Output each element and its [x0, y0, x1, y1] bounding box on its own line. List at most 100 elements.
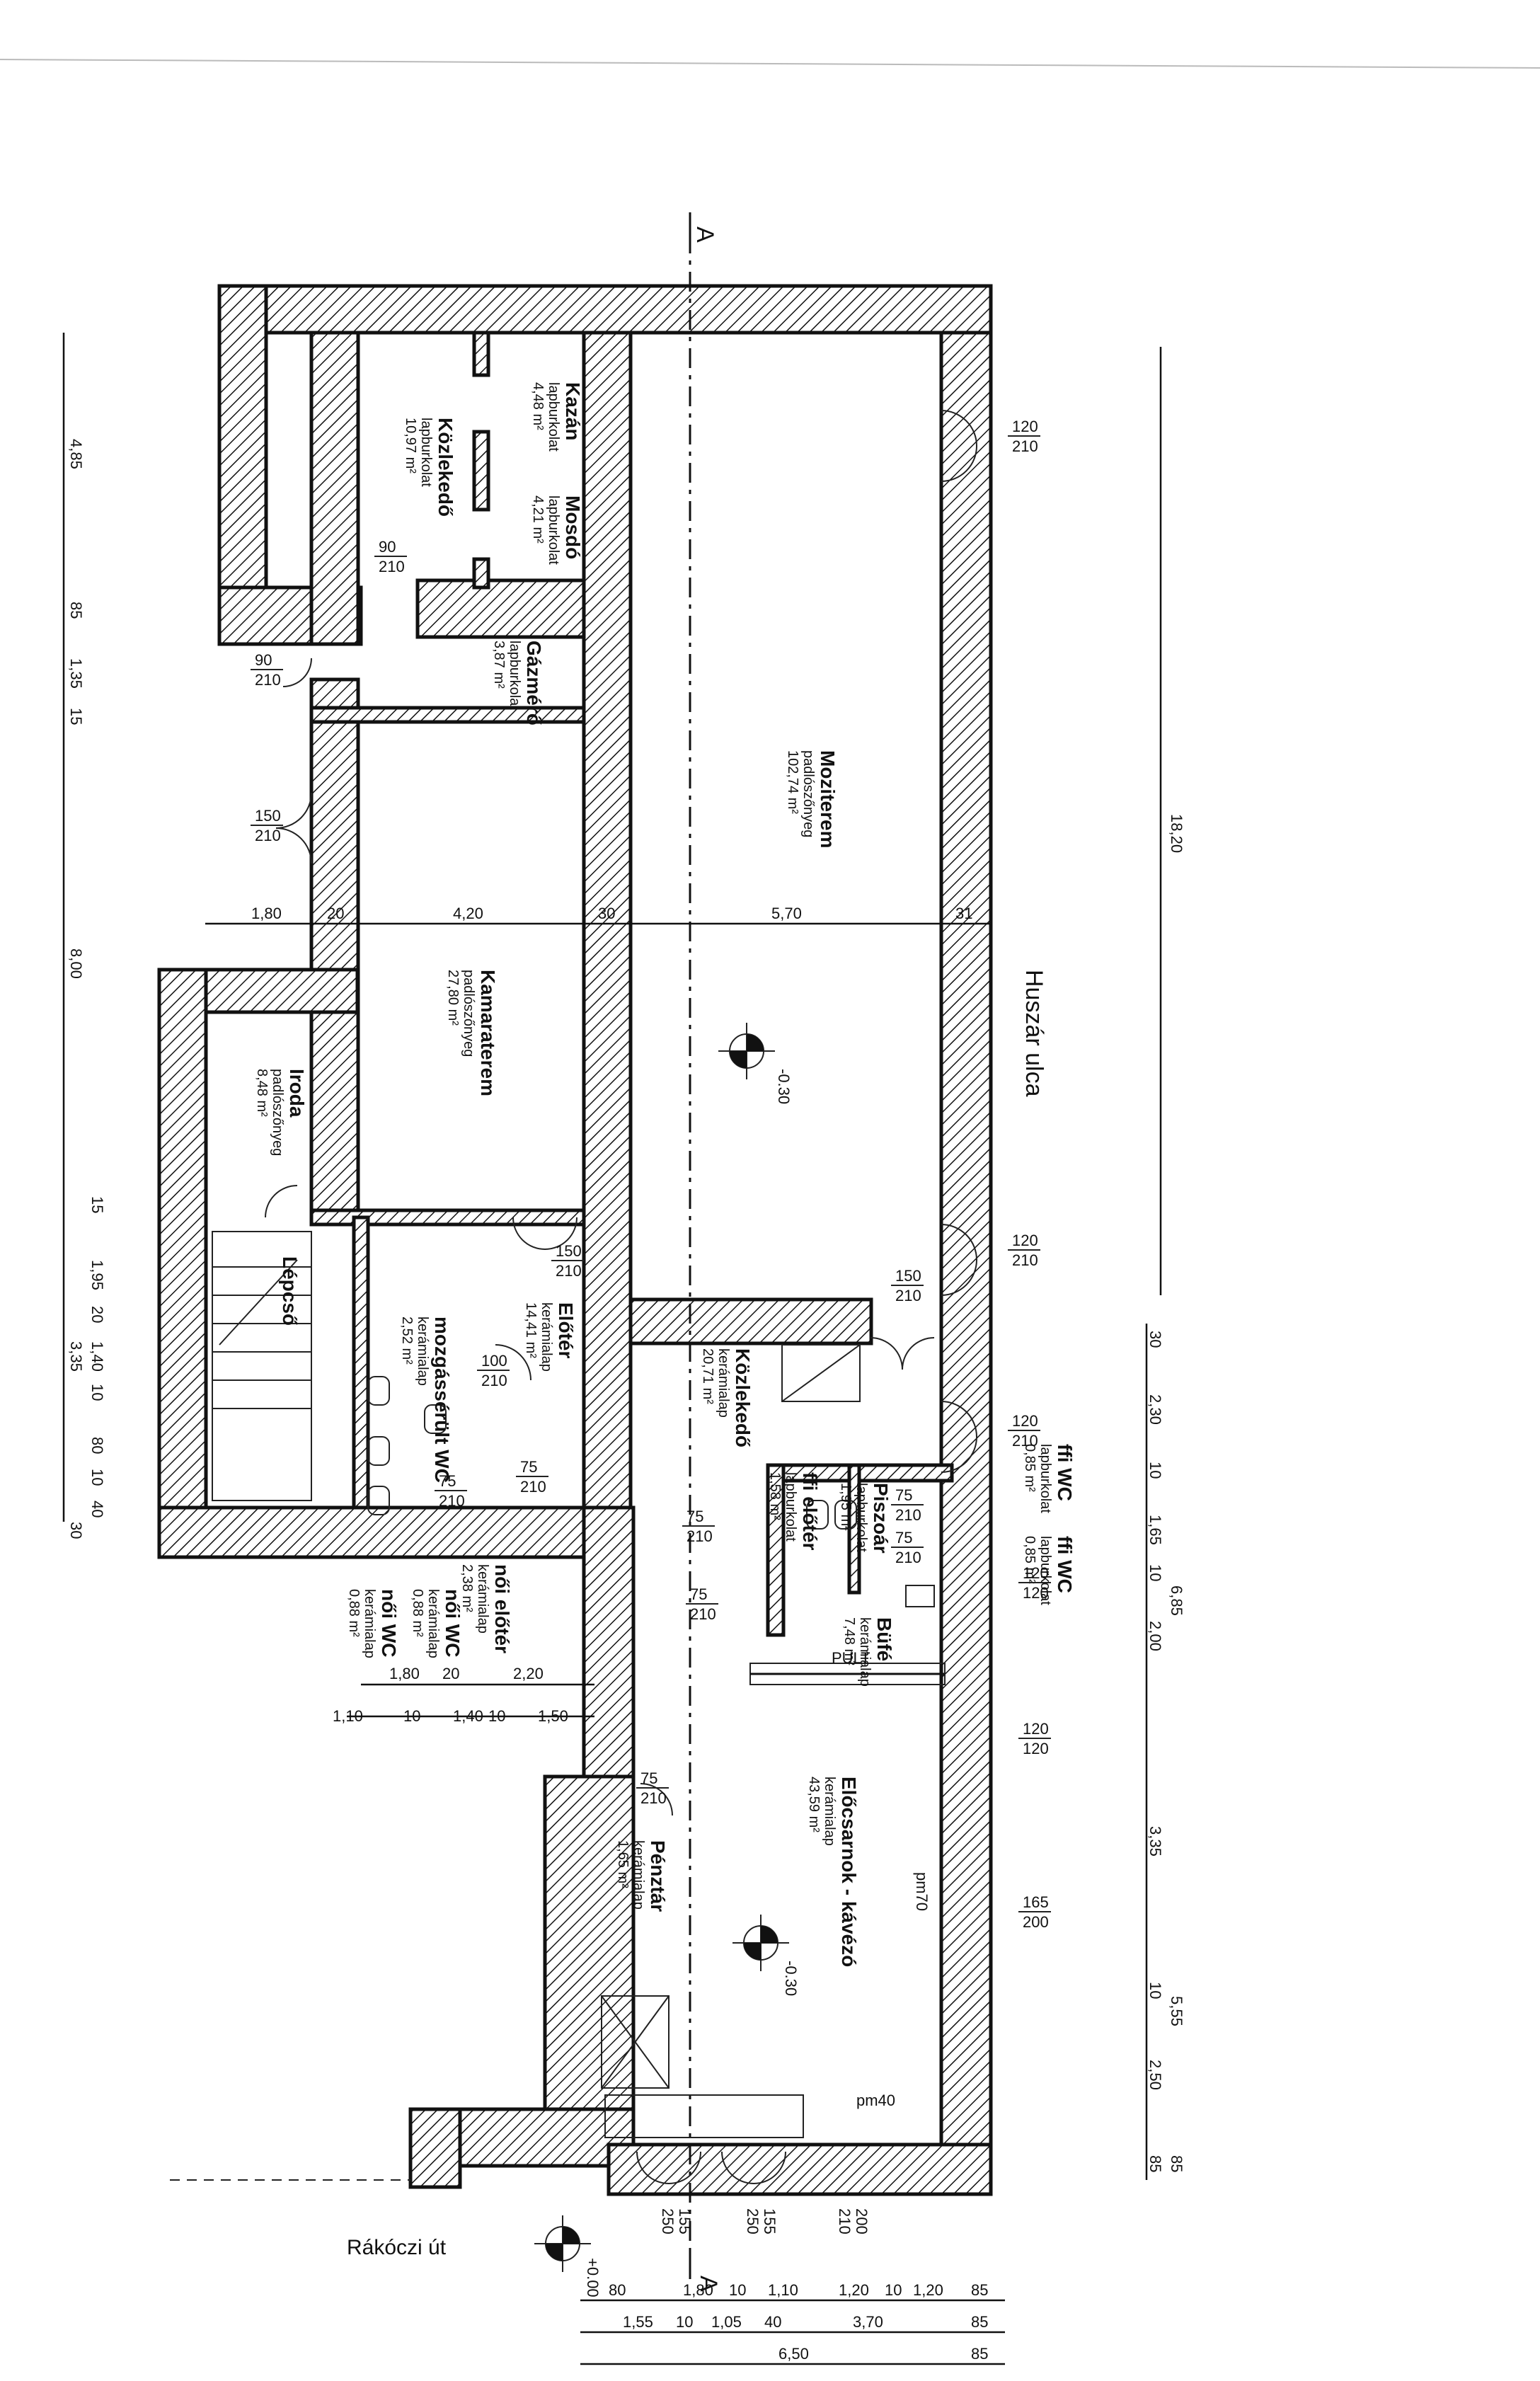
- svg-text:5,70: 5,70: [771, 905, 802, 922]
- svg-text:210: 210: [255, 671, 281, 689]
- room-name-kamaraterem: Kamaraterem: [477, 970, 499, 1096]
- svg-text:1,10: 1,10: [333, 1707, 363, 1725]
- room-name-ffi-wc-2: ffi WC: [1054, 1536, 1076, 1593]
- svg-text:14,41 m²: 14,41 m²: [523, 1302, 539, 1358]
- svg-text:1,80: 1,80: [389, 1665, 420, 1682]
- svg-text:kerámialap: kerámialap: [857, 1617, 873, 1687]
- room-name-noi-wc-2: női WC: [378, 1589, 400, 1657]
- svg-text:250: 250: [659, 2208, 677, 2234]
- svg-text:10: 10: [88, 1384, 106, 1401]
- svg-text:30: 30: [598, 905, 615, 922]
- door-swings: [265, 410, 977, 2184]
- svg-text:10: 10: [676, 2313, 693, 2331]
- level-eloter: -0.30: [782, 1961, 800, 1996]
- svg-text:1,10: 1,10: [768, 2281, 798, 2299]
- dimension-lines: [62, 333, 1162, 2365]
- room-name-moziterem: Moziterem: [817, 750, 839, 848]
- svg-text:10,97 m²: 10,97 m²: [403, 418, 418, 474]
- svg-text:75: 75: [690, 1585, 707, 1603]
- svg-text:3,87 m²: 3,87 m²: [491, 641, 507, 689]
- svg-text:15: 15: [88, 1196, 106, 1213]
- svg-text:210: 210: [895, 1506, 921, 1524]
- svg-text:210: 210: [1012, 1432, 1038, 1450]
- svg-text:150: 150: [895, 1267, 921, 1285]
- svg-text:30: 30: [67, 1522, 85, 1539]
- svg-text:85: 85: [971, 2281, 988, 2299]
- svg-text:0,85 m²: 0,85 m²: [1022, 1536, 1038, 1584]
- fixtures: [367, 1344, 946, 2138]
- svg-text:lapburkolat: lapburkolat: [1038, 1536, 1053, 1605]
- svg-text:lapburkolat: lapburkolat: [546, 495, 561, 565]
- svg-text:210: 210: [895, 1287, 921, 1304]
- svg-text:1,65: 1,65: [1147, 1515, 1164, 1545]
- svg-text:20,71 m²: 20,71 m²: [700, 1348, 716, 1404]
- svg-text:31: 31: [955, 905, 972, 922]
- svg-text:3,35: 3,35: [67, 1341, 85, 1372]
- room-name-mozgasserult: mozgássérült WC: [431, 1316, 453, 1483]
- svg-text:165: 165: [1023, 1893, 1049, 1911]
- svg-text:7,48 m²: 7,48 m²: [841, 1617, 857, 1665]
- svg-text:30: 30: [1147, 1331, 1164, 1348]
- svg-text:15: 15: [67, 708, 85, 725]
- svg-text:4,48 m²: 4,48 m²: [530, 382, 546, 430]
- svg-text:kerámialap: kerámialap: [415, 1316, 430, 1386]
- svg-text:20: 20: [442, 1665, 459, 1682]
- svg-text:210: 210: [439, 1492, 465, 1510]
- svg-text:3,70: 3,70: [853, 2313, 883, 2331]
- svg-text:210: 210: [556, 1262, 582, 1280]
- svg-text:200: 200: [1023, 1913, 1049, 1931]
- room-name-noi-eloter: női előtér: [491, 1564, 513, 1653]
- svg-text:80: 80: [88, 1437, 106, 1454]
- svg-text:1,80: 1,80: [251, 905, 282, 922]
- walls: [157, 284, 993, 2196]
- svg-text:27,80 m²: 27,80 m²: [445, 970, 461, 1026]
- svg-text:2,20: 2,20: [513, 1665, 544, 1682]
- svg-text:kerámialap: kerámialap: [425, 1589, 441, 1658]
- svg-text:4,21 m²: 4,21 m²: [530, 495, 546, 544]
- svg-text:100: 100: [481, 1352, 507, 1370]
- counter-label: PULT: [832, 1649, 870, 1667]
- level-entrance: +0.00: [584, 2258, 602, 2297]
- scan-edge: [0, 59, 1540, 69]
- svg-text:padlószőnyeg: padlószőnyeg: [270, 1069, 285, 1156]
- svg-text:1,40: 1,40: [453, 1707, 483, 1725]
- svg-text:8,00: 8,00: [67, 948, 85, 979]
- svg-text:210: 210: [1012, 1251, 1038, 1269]
- svg-text:1,50: 1,50: [538, 1707, 568, 1725]
- svg-text:210: 210: [836, 2208, 854, 2234]
- svg-text:lapburkolat: lapburkolat: [546, 382, 561, 452]
- room-name-gazmero: Gázmérő: [523, 641, 545, 725]
- svg-text:120: 120: [1023, 1740, 1049, 1757]
- svg-text:18,20: 18,20: [1168, 814, 1185, 853]
- svg-text:kerámialap: kerámialap: [539, 1302, 554, 1372]
- level-markers: [534, 1023, 789, 2272]
- street-rakoczi: Rákóczi út: [347, 2236, 447, 2259]
- section-mark-bottom: A: [695, 2276, 722, 2292]
- svg-text:0,88 m²: 0,88 m²: [346, 1589, 362, 1637]
- svg-text:120: 120: [1012, 1412, 1038, 1430]
- svg-text:120: 120: [1023, 1564, 1049, 1582]
- svg-text:155: 155: [676, 2208, 694, 2234]
- svg-text:20: 20: [327, 905, 344, 922]
- svg-text:90: 90: [379, 538, 396, 556]
- svg-text:1,58 m²: 1,58 m²: [767, 1472, 783, 1520]
- svg-text:lapburkolat: lapburkolat: [1038, 1444, 1053, 1513]
- svg-text:5,55: 5,55: [1168, 1996, 1185, 2026]
- svg-text:kerámialap: kerámialap: [716, 1348, 731, 1418]
- svg-text:155: 155: [761, 2208, 778, 2234]
- svg-text:120: 120: [1023, 1584, 1049, 1602]
- svg-text:1,35: 1,35: [67, 658, 85, 689]
- svg-text:200: 200: [853, 2208, 870, 2234]
- parapet-label-1: pm70: [913, 1872, 931, 1911]
- svg-text:2,50: 2,50: [1147, 2060, 1164, 2090]
- room-name-bufe: Büfé: [873, 1617, 895, 1661]
- room-name-kozlekedo-2: Közlekedő: [732, 1348, 754, 1447]
- svg-text:6,50: 6,50: [778, 2345, 809, 2363]
- staircase: [212, 1231, 312, 1501]
- svg-text:kerámialap: kerámialap: [362, 1589, 377, 1658]
- svg-text:kerámialap: kerámialap: [475, 1564, 490, 1634]
- svg-text:85: 85: [1147, 2155, 1164, 2172]
- svg-text:padlószőnyeg: padlószőnyeg: [800, 750, 816, 837]
